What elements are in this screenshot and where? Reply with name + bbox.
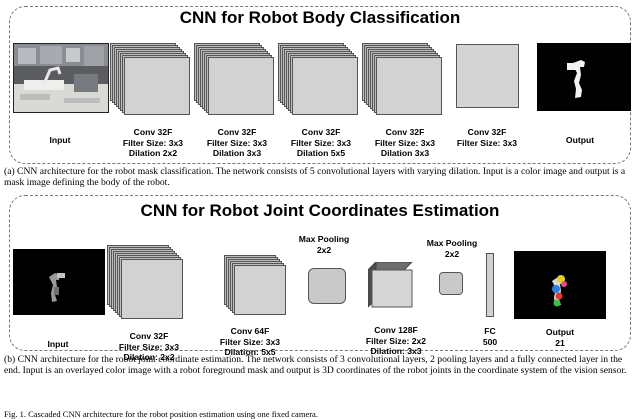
bottom-panel-title: CNN for Robot Joint Coordinates Estimati…: [140, 201, 500, 220]
bottom-input-label: Input: [47, 339, 69, 349]
feature-map-sheet: [124, 57, 190, 115]
bottom-output-image: [514, 251, 606, 319]
max-pool-1: [308, 268, 346, 304]
top-input-label: Input: [49, 135, 71, 145]
caption-b: (b) CNN architecture for the robot joint…: [4, 354, 627, 377]
top-conv-layer-5: [456, 44, 519, 108]
top-panel-title: CNN for Robot Body Classification: [179, 8, 461, 27]
output-mask-image: [537, 43, 631, 111]
feature-map-sheet: [234, 265, 286, 315]
feature-map-sheet: [208, 57, 274, 115]
bottom-conv3-block: [366, 260, 416, 309]
figure-caption: Fig. 1. Cascaded CNN architecture for th…: [4, 409, 318, 419]
feature-map-sheet: [121, 259, 183, 319]
top-output-label: Output: [565, 135, 595, 145]
input-image: [13, 43, 109, 113]
bottom-panel: [9, 195, 631, 351]
feature-map-sheet: [376, 57, 442, 115]
fc-layer-bar: [486, 253, 494, 317]
max-pool-2: [439, 272, 463, 295]
caption-a: (a) CNN architecture for the robot mask …: [4, 166, 626, 189]
feature-map-sheet: [292, 57, 358, 115]
bottom-input-image: [13, 249, 105, 315]
